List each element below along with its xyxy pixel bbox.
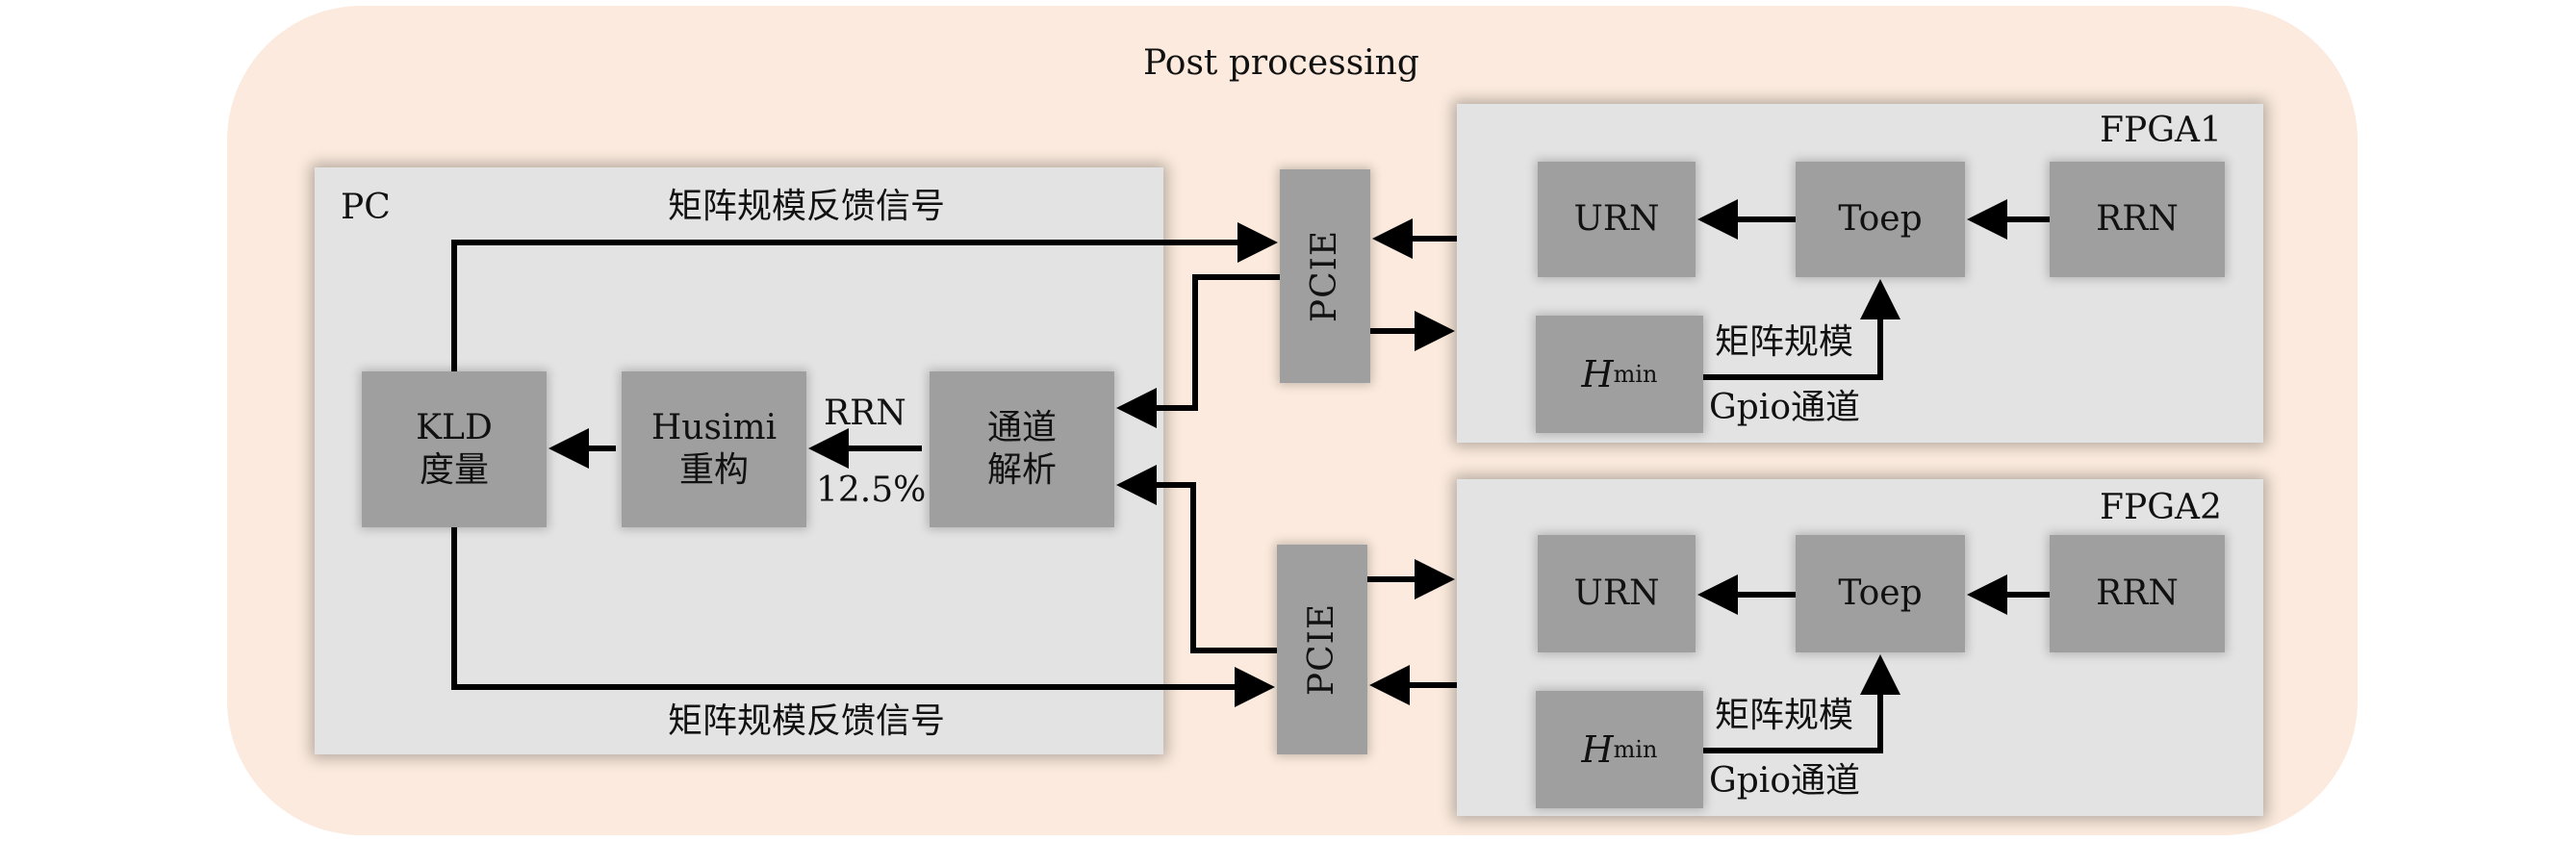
- kld-line-1: KLD: [416, 408, 493, 447]
- fpga1-hmin-symbol: H: [1581, 353, 1614, 395]
- husimi-line-2: 重构: [678, 450, 749, 490]
- channel-parse-line-1: 通道: [986, 408, 1057, 447]
- pcie-top: PCIE: [1280, 169, 1370, 383]
- arrow-pcie-bottom-to-channel: [1116, 465, 1277, 653]
- pcie-bottom: PCIE: [1277, 545, 1367, 754]
- fpga2-matrix-label: 矩阵规模: [1715, 696, 1854, 735]
- arrow-kld-feedback-top: [451, 222, 1278, 371]
- fpga2-label: FPGA2: [2100, 488, 2222, 527]
- pc-label: PC: [341, 188, 391, 227]
- husimi-line-1: Husimi: [650, 408, 778, 447]
- fpga1-matrix-label: 矩阵规模: [1715, 322, 1854, 362]
- compression-rate-label: 12.5%: [816, 471, 927, 510]
- post-processing-title: Post processing: [1143, 43, 1419, 83]
- kld-node: KLD 度量: [362, 371, 547, 527]
- feedback-label-top: 矩阵规模反馈信号: [668, 187, 946, 226]
- fpga2-toep-node: Toep: [1796, 535, 1965, 652]
- fpga1-label: FPGA1: [2100, 111, 2222, 150]
- arrow-kld-feedback-bottom: [451, 527, 1275, 707]
- fpga1-hmin-subscript: min: [1613, 361, 1658, 388]
- fpga1-arrow-hmin-to-toep: [1703, 279, 1900, 380]
- arrow-pcie-top-to-channel: [1116, 274, 1280, 428]
- fpga1-urn-node: URN: [1538, 162, 1696, 277]
- fpga2-gpio-label: Gpio通道: [1709, 761, 1860, 801]
- kld-line-2: 度量: [419, 450, 489, 490]
- husimi-node: Husimi 重构: [622, 371, 806, 527]
- fpga1-gpio-label: Gpio通道: [1709, 388, 1860, 427]
- fpga2-hmin-subscript: min: [1613, 736, 1658, 763]
- fpga2-hmin-symbol: H: [1581, 728, 1614, 771]
- fpga2-rrn-node: RRN: [2050, 535, 2225, 652]
- channel-parse-node: 通道 解析: [930, 371, 1114, 527]
- channel-parse-line-2: 解析: [986, 450, 1057, 490]
- fpga1-rrn-node: RRN: [2050, 162, 2225, 277]
- fpga1-toep-node: Toep: [1796, 162, 1965, 277]
- feedback-label-bottom: 矩阵规模反馈信号: [668, 701, 946, 741]
- fpga2-urn-node: URN: [1538, 535, 1696, 652]
- rrn-rate-label: RRN: [824, 394, 906, 433]
- fpga2-arrow-hmin-to-toep: [1703, 654, 1900, 753]
